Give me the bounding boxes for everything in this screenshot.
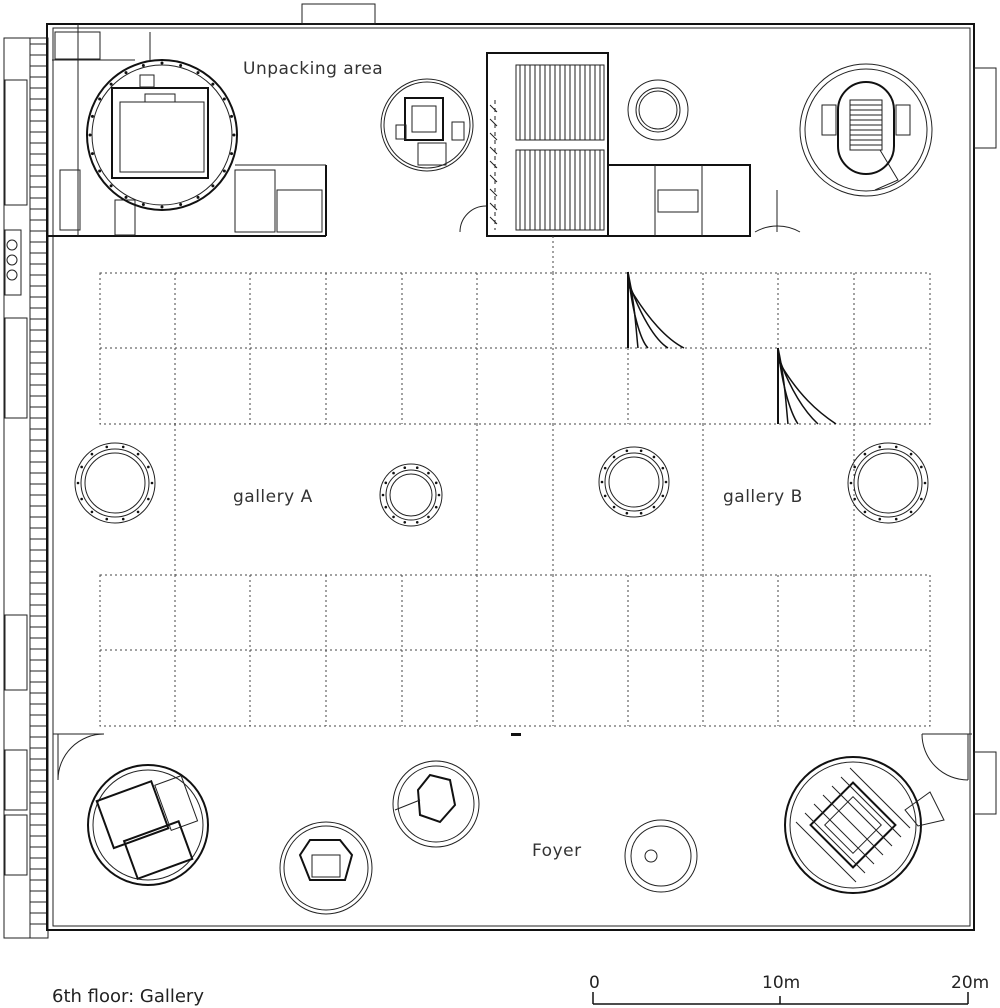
round-shaft-north [627,79,689,141]
stair-core-north [380,78,474,172]
foyer-core-round [624,819,698,893]
foyer-core-east [784,756,945,894]
unpacking-elevator-core [86,59,238,211]
column [847,442,929,524]
label-unpacking-area: Unpacking area [243,59,383,79]
column [379,463,443,527]
foyer-doors [53,733,972,781]
foyer-core-stair-1 [279,821,373,915]
caption: 6th floor: Gallery [52,986,204,1007]
gallery-grid [99,236,931,727]
column [74,442,156,524]
west-facade-strip [3,37,49,939]
scale-tick-20m: 20m [951,973,989,993]
hanging-sculpture-1 [627,271,685,349]
scale-tick-10m: 10m [762,973,800,993]
foyer-core-stair-2 [392,760,480,848]
hanging-sculpture-2 [777,347,837,425]
loading-dock [459,52,801,237]
column [598,446,670,518]
scale-bar: 0 10m 20m [589,973,989,1005]
facade-hatch [30,43,47,925]
label-foyer: Foyer [532,841,582,861]
label-gallery-a: gallery A [233,487,313,507]
label-gallery-b: gallery B [723,487,803,507]
north-service-rooms [47,24,327,237]
building-outline [46,3,997,931]
foyer-core-west [87,764,209,886]
scale-tick-0: 0 [589,973,600,993]
gallery-columns [74,442,929,527]
stair-core-northeast [799,63,933,197]
